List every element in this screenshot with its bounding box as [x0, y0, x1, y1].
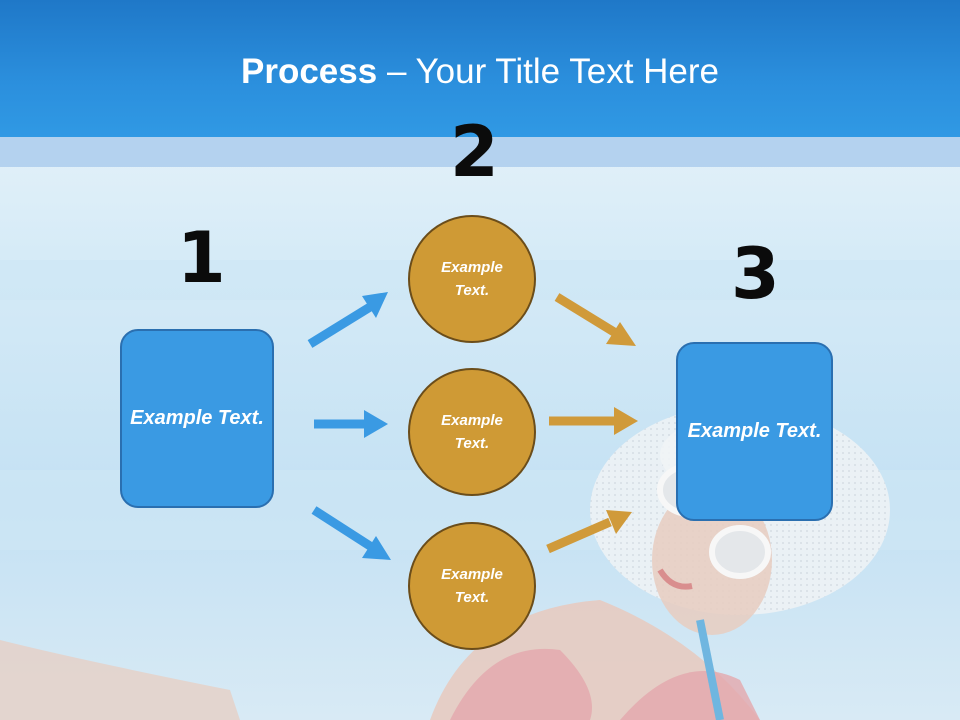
blue-arrow-down	[311, 506, 391, 560]
circle-top-text: Example Text.	[441, 259, 503, 299]
gold-arrow-up	[546, 510, 632, 554]
circle-bottom-text: Example Text.	[441, 566, 503, 606]
gold-arrow-right	[549, 407, 638, 435]
step-number-1: 1	[177, 217, 226, 299]
step-3-box[interactable]: Example Text.	[676, 342, 833, 521]
step-1-box[interactable]: Example Text.	[120, 329, 274, 508]
circle-middle-text: Example Text.	[441, 412, 503, 452]
step-3-text: Example Text.	[687, 420, 822, 442]
blue-arrow-up	[307, 292, 388, 348]
title-bold: Process	[241, 52, 378, 91]
header-bar	[0, 0, 960, 137]
step-2-circle-middle[interactable]: Example Text.	[408, 368, 536, 496]
gold-arrow-down	[554, 293, 636, 346]
step-1-text: Example Text.	[130, 407, 264, 429]
step-number-2: 2	[450, 111, 499, 193]
header-accent-band	[0, 137, 960, 167]
step-2-circle-top[interactable]: Example Text.	[408, 215, 536, 343]
slide-title: Process – Your Title Text Here	[0, 52, 960, 92]
step-number-3: 3	[731, 233, 780, 315]
step-2-circle-bottom[interactable]: Example Text.	[408, 522, 536, 650]
blue-arrow-right	[314, 410, 388, 438]
title-rest: – Your Title Text Here	[377, 52, 719, 91]
